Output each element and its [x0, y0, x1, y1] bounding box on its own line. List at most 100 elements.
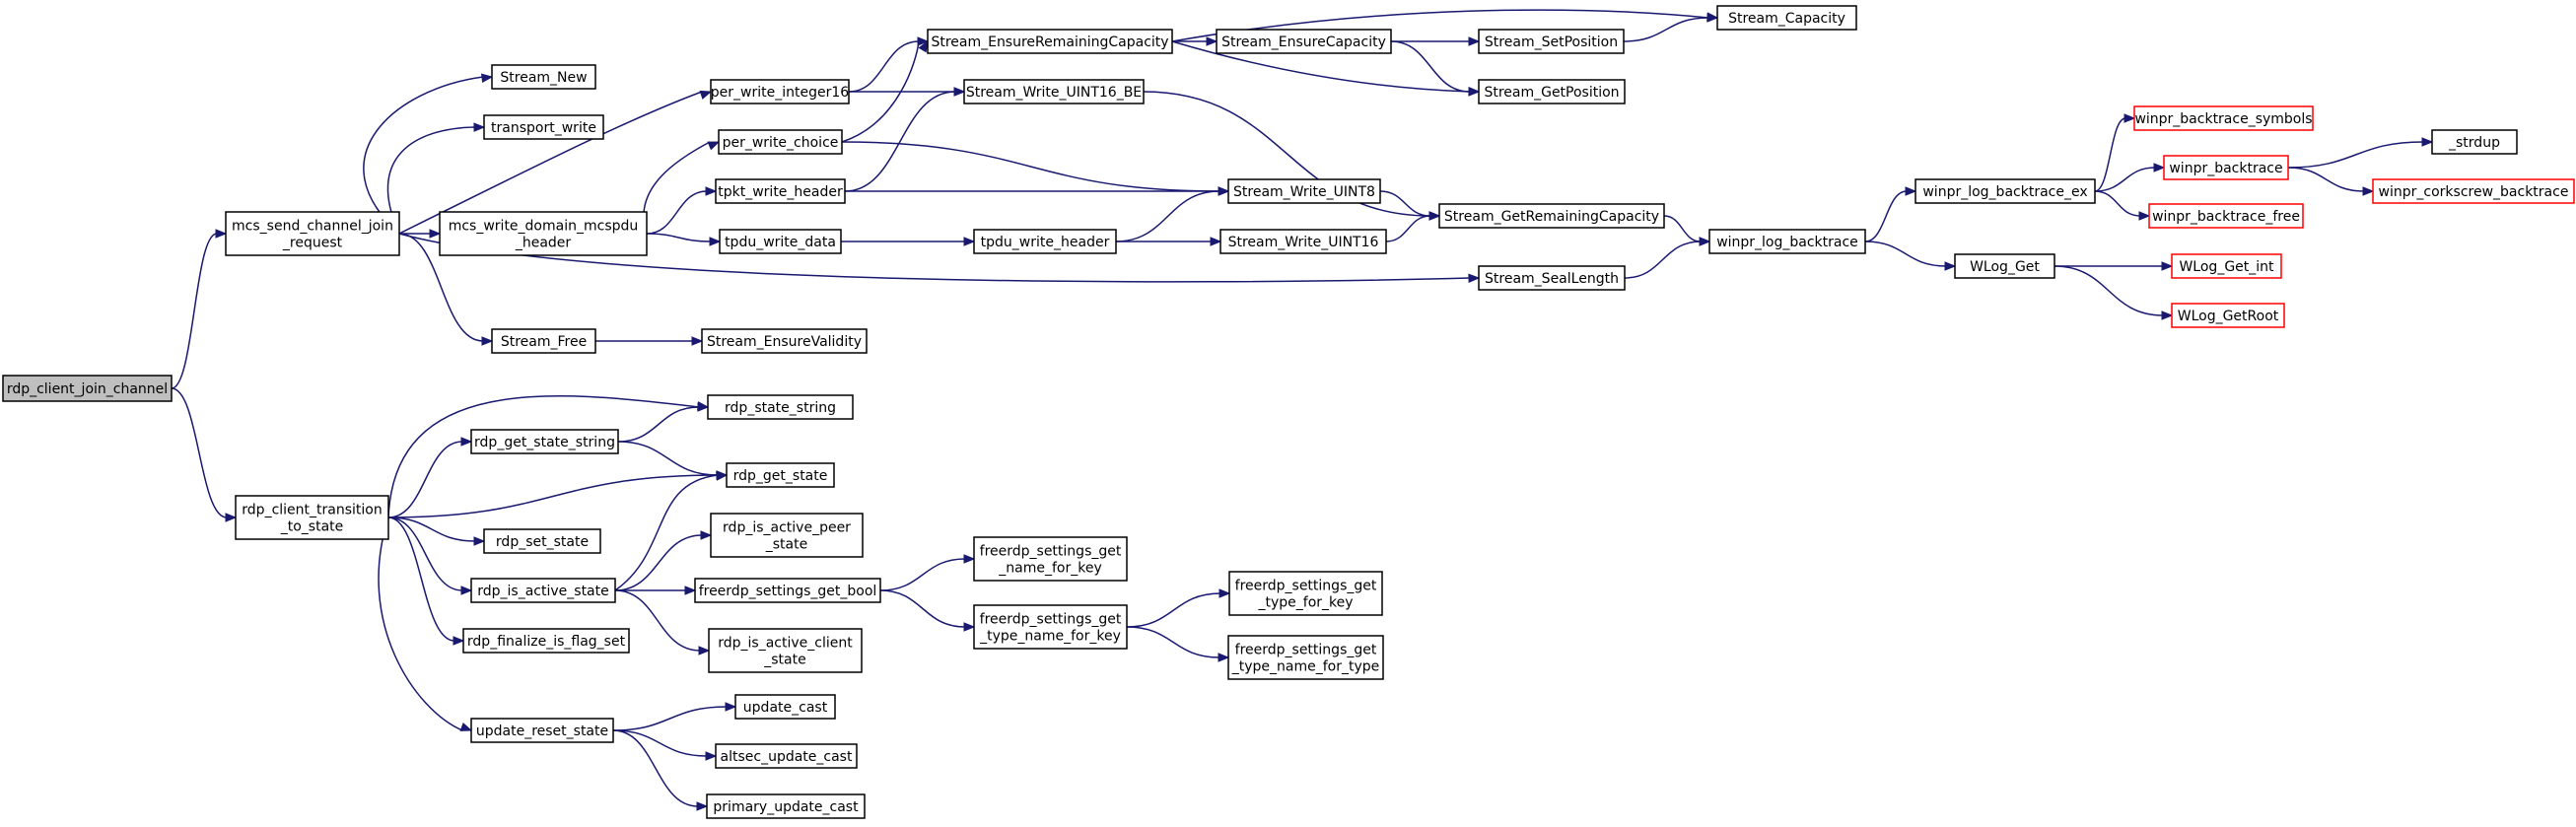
node-winpr_backtrace_free[interactable]: winpr_backtrace_free: [2148, 203, 2304, 229]
node-freerdp_settings_get_type_name_for_key[interactable]: freerdp_settings_get_type_name_for_key: [973, 604, 1128, 650]
node-label: freerdp_settings_get_bool: [699, 584, 877, 599]
node-Stream_SetPosition[interactable]: Stream_SetPosition: [1478, 29, 1625, 54]
node-rdp_finalize_is_flag_set[interactable]: rdp_finalize_is_flag_set: [462, 628, 630, 654]
node-Stream_Write_UINT8[interactable]: Stream_Write_UINT8: [1227, 178, 1381, 204]
node-Stream_EnsureCapacity[interactable]: Stream_EnsureCapacity: [1216, 29, 1392, 54]
node-Stream_Capacity[interactable]: Stream_Capacity: [1716, 5, 1857, 31]
node-Stream_GetRemainingCapacity[interactable]: Stream_GetRemainingCapacity: [1438, 203, 1665, 229]
node-per_write_integer16[interactable]: per_write_integer16: [710, 79, 850, 104]
node-winpr_log_backtrace[interactable]: winpr_log_backtrace: [1708, 229, 1866, 254]
arrowhead-icon: [697, 402, 710, 412]
node-per_write_choice[interactable]: per_write_choice: [718, 129, 843, 155]
node-Stream_Write_UINT16[interactable]: Stream_Write_UINT16: [1219, 229, 1387, 254]
arrowhead-icon: [698, 646, 711, 655]
node-rdp_set_state[interactable]: rdp_set_state: [483, 528, 601, 554]
edge-mcs_write_domain_mcspdu_header-to-tpdu_write_data: [646, 233, 722, 246]
node-box: [1438, 203, 1665, 229]
node-label: freerdp_settings_get: [1235, 579, 1377, 594]
node-rdp_client_join_channel[interactable]: rdp_client_join_channel: [2, 375, 173, 402]
node-Stream_GetPosition[interactable]: Stream_GetPosition: [1478, 79, 1626, 104]
node-box: [694, 578, 881, 603]
node-mcs_write_domain_mcspdu_header[interactable]: mcs_write_domain_mcspdu_header: [439, 211, 648, 256]
node-box: [2163, 155, 2289, 180]
node-rdp_client_transition_to_state[interactable]: rdp_client_transition_to_state: [235, 495, 389, 540]
node-freerdp_settings_get_type_name_for_type[interactable]: freerdp_settings_get_type_name_for_type: [1227, 635, 1384, 680]
node-WLog_Get_int[interactable]: WLog_Get_int: [2171, 253, 2282, 279]
node-update_cast[interactable]: update_cast: [734, 694, 836, 720]
node-rdp_get_state_string[interactable]: rdp_get_state_string: [470, 429, 619, 454]
node-freerdp_settings_get_name_for_key[interactable]: freerdp_settings_get_name_for_key: [973, 536, 1128, 582]
arrowhead-icon: [481, 73, 494, 83]
node-label: Stream_EnsureValidity: [707, 334, 862, 350]
node-label: Stream_GetRemainingCapacity: [1444, 209, 1659, 225]
node-rdp_is_active_peer_state[interactable]: rdp_is_active_peer_state: [710, 513, 864, 558]
edge-line: [2094, 190, 2141, 217]
node-winpr_backtrace[interactable]: winpr_backtrace: [2163, 155, 2289, 180]
edge-Stream_SealLength-to-winpr_log_backtrace: [1624, 237, 1711, 279]
arrowhead-icon: [963, 237, 976, 246]
edge-mcs_send_channel_join_request-to-transport_write: [386, 122, 486, 235]
edge-line: [646, 233, 712, 242]
node-Stream_EnsureRemainingCapacity[interactable]: Stream_EnsureRemainingCapacity: [927, 29, 1173, 54]
node-box: [973, 604, 1128, 650]
arrowhead-icon: [705, 751, 718, 761]
edges-layer: [171, 9, 2434, 811]
node-box: [1228, 571, 1383, 616]
node-box: [1478, 265, 1626, 291]
node-box: [726, 462, 835, 488]
node-winpr_corkscrew_backtrace[interactable]: winpr_corkscrew_backtrace: [2372, 178, 2575, 204]
node-rdp_is_active_state[interactable]: rdp_is_active_state: [470, 578, 616, 603]
edge-Stream_Write_UINT16-to-Stream_GetRemainingCapacity: [1385, 211, 1441, 242]
node-Stream_SealLength[interactable]: Stream_SealLength: [1478, 265, 1626, 291]
edge-line: [848, 40, 920, 93]
node-label: _state: [763, 653, 805, 668]
edge-rdp_client_transition_to_state-to-rdp_finalize_is_flag_set: [387, 517, 465, 646]
node-Stream_Write_UINT16_BE[interactable]: Stream_Write_UINT16_BE: [963, 79, 1145, 104]
node-tpkt_write_header[interactable]: tpkt_write_header: [715, 178, 846, 204]
node-primary_update_cast[interactable]: primary_update_cast: [706, 793, 866, 819]
node-rdp_get_state[interactable]: rdp_get_state: [726, 462, 835, 488]
node-winpr_backtrace_symbols[interactable]: winpr_backtrace_symbols: [2133, 105, 2314, 131]
node-Stream_Free[interactable]: Stream_Free: [491, 328, 596, 354]
edge-line: [1624, 241, 1702, 279]
edge-line: [1390, 40, 1471, 93]
node-rdp_is_active_client_state[interactable]: rdp_is_active_client_state: [708, 628, 863, 673]
edge-tpdu_write_data-to-tpdu_write_header: [841, 237, 976, 246]
edge-freerdp_settings_get_bool-to-freerdp_settings_get_name_for_key: [879, 554, 976, 591]
node-rdp_state_string[interactable]: rdp_state_string: [707, 394, 854, 420]
node-mcs_send_channel_join_request[interactable]: mcs_send_channel_join_request: [225, 211, 400, 256]
node-tpdu_write_header[interactable]: tpdu_write_header: [973, 229, 1117, 254]
node-_strdup[interactable]: _strdup: [2431, 129, 2518, 155]
node-Stream_New[interactable]: Stream_New: [491, 64, 596, 90]
node-WLog_Get[interactable]: WLog_Get: [1954, 253, 2055, 279]
edge-Stream_EnsureCapacity-to-Stream_GetPosition: [1390, 40, 1481, 97]
edge-line: [398, 233, 484, 342]
node-WLog_GetRoot[interactable]: WLog_GetRoot: [2171, 303, 2285, 328]
node-label: Stream_SetPosition: [1485, 34, 1618, 50]
node-box: [1915, 178, 2096, 204]
node-label: Stream_Write_UINT8: [1233, 184, 1375, 200]
edge-line: [387, 517, 463, 591]
node-label: freerdp_settings_get: [1235, 643, 1377, 658]
edge-mcs_send_channel_join_request-to-Stream_Free: [398, 233, 494, 346]
node-box: [701, 328, 868, 354]
node-transport_write[interactable]: transport_write: [483, 114, 604, 140]
node-label: rdp_get_state: [733, 468, 828, 484]
node-label: _type_name_for_key: [979, 629, 1121, 645]
arrowhead-icon: [215, 229, 228, 239]
node-winpr_log_backtrace_ex[interactable]: winpr_log_backtrace_ex: [1915, 178, 2096, 204]
arrowhead-icon: [2362, 186, 2375, 196]
node-tpdu_write_data[interactable]: tpdu_write_data: [719, 229, 842, 254]
edge-Stream_SetPosition-to-Stream_Capacity: [1623, 13, 1719, 42]
edge-line: [1864, 241, 1947, 267]
edge-line: [879, 558, 966, 591]
node-altsec_update_cast[interactable]: altsec_update_cast: [715, 743, 858, 769]
node-update_reset_state[interactable]: update_reset_state: [470, 718, 614, 743]
node-freerdp_settings_get_type_for_key[interactable]: freerdp_settings_get_type_for_key: [1228, 571, 1383, 616]
edge-Stream_EnsureRemainingCapacity-to-Stream_EnsureCapacity: [1172, 36, 1218, 46]
node-freerdp_settings_get_bool[interactable]: freerdp_settings_get_bool: [694, 578, 881, 603]
edge-line: [1623, 17, 1709, 42]
edge-freerdp_settings_get_type_name_for_key-to-freerdp_settings_get_type_name_for_type: [1126, 626, 1230, 662]
arrowhead-icon: [1944, 261, 1957, 271]
node-Stream_EnsureValidity[interactable]: Stream_EnsureValidity: [701, 328, 868, 354]
